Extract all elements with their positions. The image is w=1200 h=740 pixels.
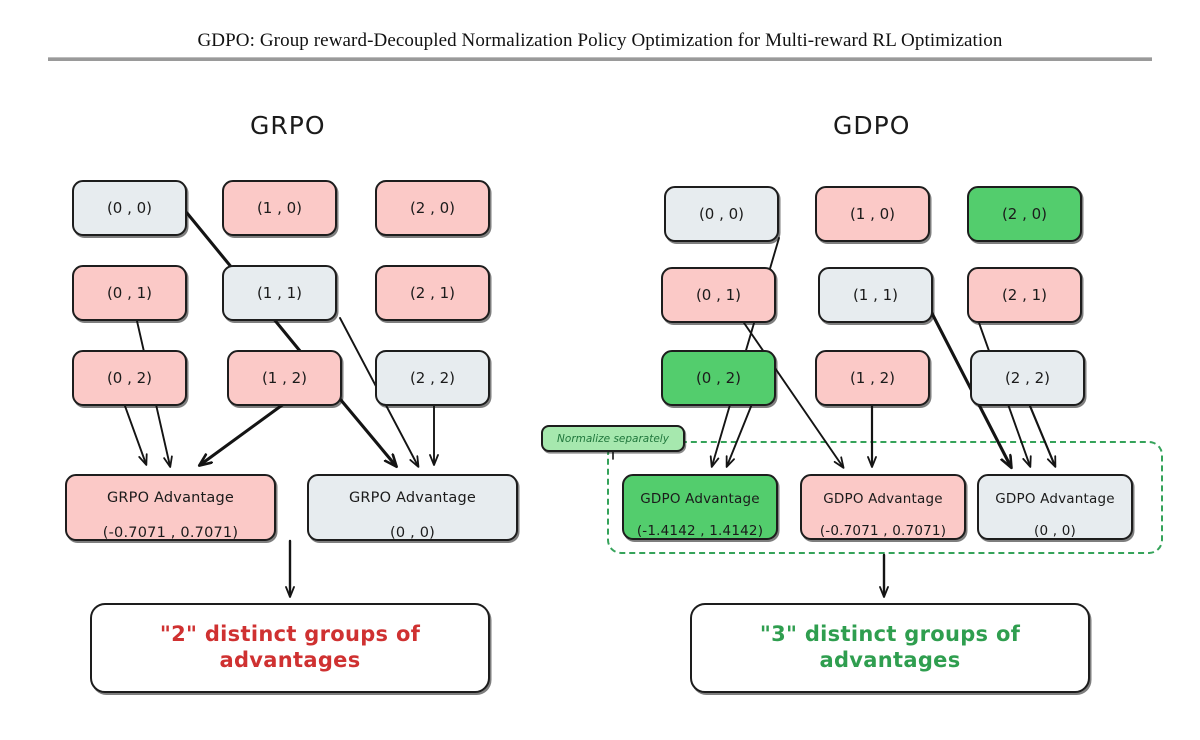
grpo-node-0-0[interactable]: (0 , 0) [72, 180, 187, 236]
grpo-advantage-box-1[interactable]: GRPO Advantage (-0.7071 , 0.7071) [65, 474, 276, 541]
gdpo-advantage-box-1[interactable]: GDPO Advantage (-1.4142 , 1.4142) [622, 474, 778, 540]
gdpo-advantage-box-2-text: GDPO Advantage (-0.7071 , 0.7071) [820, 474, 946, 540]
grpo-node-2-0[interactable]: (0 , 2) [72, 350, 187, 406]
normalize-region-outline [607, 441, 1163, 554]
gdpo-advantage-box-1-text: GDPO Advantage (-1.4142 , 1.4142) [637, 474, 763, 540]
grpo-node-0-2[interactable]: (2 , 0) [375, 180, 490, 236]
gdpo-node-0-2[interactable]: (2 , 0) [967, 186, 1082, 242]
grpo-advantage-box-2-value: (0 , 0) [389, 525, 435, 542]
gdpo-conclusion-box[interactable]: "3" distinct groups of advantages [690, 603, 1090, 693]
grpo-edge-12-to-adv1 [200, 401, 287, 465]
grpo-node-1-0[interactable]: (0 , 1) [72, 265, 187, 321]
grpo-advantage-box-1-value: (-0.7071 , 0.7071) [102, 525, 239, 542]
gdpo-advantage-box-3-text: GDPO Advantage (0 , 0) [995, 474, 1115, 540]
grpo-node-2-2[interactable]: (2 , 2) [375, 350, 490, 406]
grpo-node-1-1[interactable]: (1 , 1) [222, 265, 337, 321]
gdpo-advantage-box-3-title: GDPO Advantage [995, 490, 1115, 507]
gdpo-advantage-box-1-value: (-1.4142 , 1.4142) [636, 523, 764, 540]
gdpo-advantage-box-2[interactable]: GDPO Advantage (-0.7071 , 0.7071) [800, 474, 966, 540]
panel-heading-grpo: GRPO [250, 111, 326, 140]
grpo-advantage-box-1-title: GRPO Advantage [106, 489, 235, 506]
header-divider [48, 57, 1152, 61]
gdpo-node-1-1[interactable]: (1 , 1) [818, 267, 933, 323]
gdpo-node-0-1[interactable]: (1 , 0) [815, 186, 930, 242]
gdpo-advantage-box-2-value: (-0.7071 , 0.7071) [819, 523, 947, 540]
grpo-advantage-box-2[interactable]: GRPO Advantage (0 , 0) [307, 474, 518, 541]
grpo-advantage-box-2-text: GRPO Advantage (0 , 0) [349, 472, 476, 543]
gdpo-node-2-1[interactable]: (1 , 2) [815, 350, 930, 406]
panel-heading-gdpo: GDPO [833, 111, 911, 140]
grpo-conclusion-box[interactable]: "2" distinct groups of advantages [90, 603, 490, 693]
gdpo-advantage-box-3-value: (0 , 0) [1033, 523, 1076, 540]
grpo-edge-00-to-adv2 [185, 211, 396, 466]
grpo-node-0-1[interactable]: (1 , 0) [222, 180, 337, 236]
normalize-separately-label: Normalize separately [541, 425, 685, 452]
grpo-node-2-1[interactable]: (1 , 2) [227, 350, 342, 406]
gdpo-advantage-box-3[interactable]: GDPO Advantage (0 , 0) [977, 474, 1133, 540]
gdpo-advantage-box-2-title: GDPO Advantage [823, 490, 943, 507]
gdpo-node-0-0[interactable]: (0 , 0) [664, 186, 779, 242]
gdpo-node-1-2[interactable]: (2 , 1) [967, 267, 1082, 323]
gdpo-node-2-0[interactable]: (0 , 2) [661, 350, 776, 406]
grpo-edge-02-to-adv1 [124, 405, 148, 466]
grpo-node-1-2[interactable]: (2 , 1) [375, 265, 490, 321]
grpo-advantage-box-1-text: GRPO Advantage (-0.7071 , 0.7071) [103, 472, 238, 543]
gdpo-node-2-2[interactable]: (2 , 2) [970, 350, 1085, 406]
grpo-advantage-box-2-title: GRPO Advantage [348, 489, 477, 506]
gdpo-advantage-box-1-title: GDPO Advantage [640, 490, 760, 507]
page-title: GDPO: Group reward-Decoupled Normalizati… [197, 30, 1003, 51]
gdpo-node-1-0[interactable]: (0 , 1) [661, 267, 776, 323]
